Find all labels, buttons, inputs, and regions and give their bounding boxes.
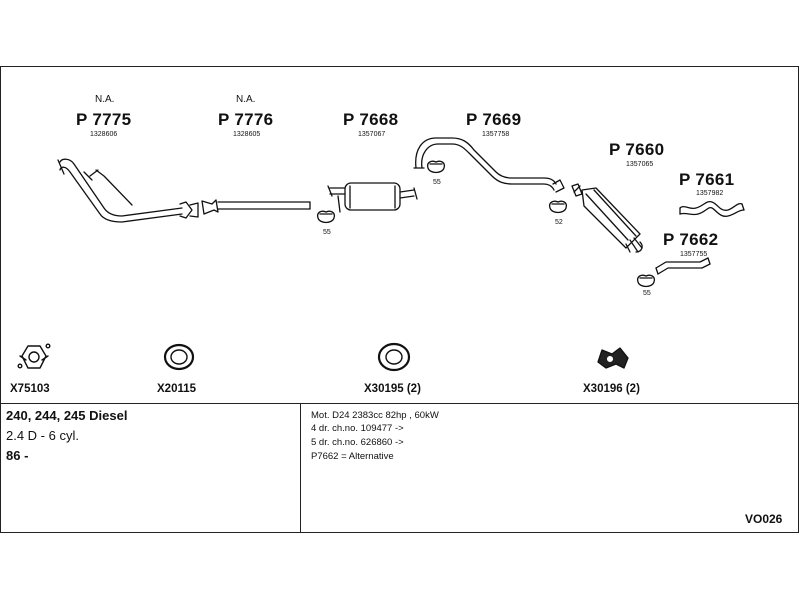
oe-number: 1357065 bbox=[626, 161, 654, 168]
oe-number: 1357067 bbox=[358, 131, 386, 138]
clamp-quantity: 55 bbox=[323, 229, 331, 236]
part-number: P 7661 bbox=[679, 170, 735, 189]
part-number: P 7669 bbox=[466, 110, 522, 129]
oe-number: 1357755 bbox=[680, 251, 708, 258]
part-number: P 7776 bbox=[218, 110, 274, 129]
intermediate-pipe-drawing bbox=[201, 199, 311, 215]
accessory-label: X30196 (2) bbox=[583, 383, 640, 395]
vehicle-year: 86 - bbox=[6, 448, 29, 463]
part-note: N.A. bbox=[95, 94, 115, 105]
rubber-mount-icon bbox=[597, 347, 629, 369]
note-line: 4 dr. ch.no. 109477 -> bbox=[311, 423, 404, 434]
divider-vertical bbox=[300, 403, 301, 533]
accessory-label: X75103 bbox=[10, 383, 50, 395]
clamp-quantity: 55 bbox=[643, 290, 651, 297]
clamp-quantity: 52 bbox=[555, 219, 563, 226]
note-line: 5 dr. ch.no. 626860 -> bbox=[311, 437, 404, 448]
oe-number: 1357982 bbox=[696, 190, 724, 197]
clamp-quantity: 55 bbox=[433, 179, 441, 186]
middle-pipe-drawing bbox=[413, 137, 565, 193]
part-number: P 7662 bbox=[663, 230, 719, 249]
vehicle-engine: 2.4 D - 6 cyl. bbox=[6, 428, 79, 443]
ring-icon bbox=[377, 342, 411, 372]
alternative-tail-pipe-drawing bbox=[655, 257, 711, 275]
rear-silencer-drawing bbox=[571, 183, 643, 253]
part-note: N.A. bbox=[236, 94, 256, 105]
diagram-frame bbox=[0, 66, 799, 533]
part-number: P 7775 bbox=[76, 110, 132, 129]
divider-horizontal bbox=[0, 403, 799, 404]
diagram-code: VO026 bbox=[745, 512, 783, 526]
oe-number: 1328605 bbox=[233, 131, 261, 138]
note-line: P7662 = Alternative bbox=[311, 451, 394, 462]
tail-pipe-drawing bbox=[679, 200, 745, 217]
part-number: P 7660 bbox=[609, 140, 665, 159]
clamp-icon-2 bbox=[426, 160, 446, 174]
front-pipe-drawing bbox=[57, 158, 199, 223]
ring-icon bbox=[163, 343, 195, 371]
vehicle-models: 240, 244, 245 Diesel bbox=[6, 408, 128, 423]
gasket-icon bbox=[17, 343, 51, 369]
oe-number: 1357758 bbox=[482, 131, 510, 138]
clamp-icon-1 bbox=[316, 210, 336, 224]
clamp-icon-4 bbox=[636, 274, 656, 288]
clamp-icon-3 bbox=[548, 200, 568, 214]
oe-number: 1328606 bbox=[90, 131, 118, 138]
front-silencer-drawing bbox=[327, 182, 418, 213]
part-number: P 7668 bbox=[343, 110, 399, 129]
accessory-label: X20115 bbox=[157, 383, 197, 395]
note-line: Mot. D24 2383cc 82hp , 60kW bbox=[311, 410, 439, 421]
accessory-label: X30195 (2) bbox=[364, 383, 421, 395]
